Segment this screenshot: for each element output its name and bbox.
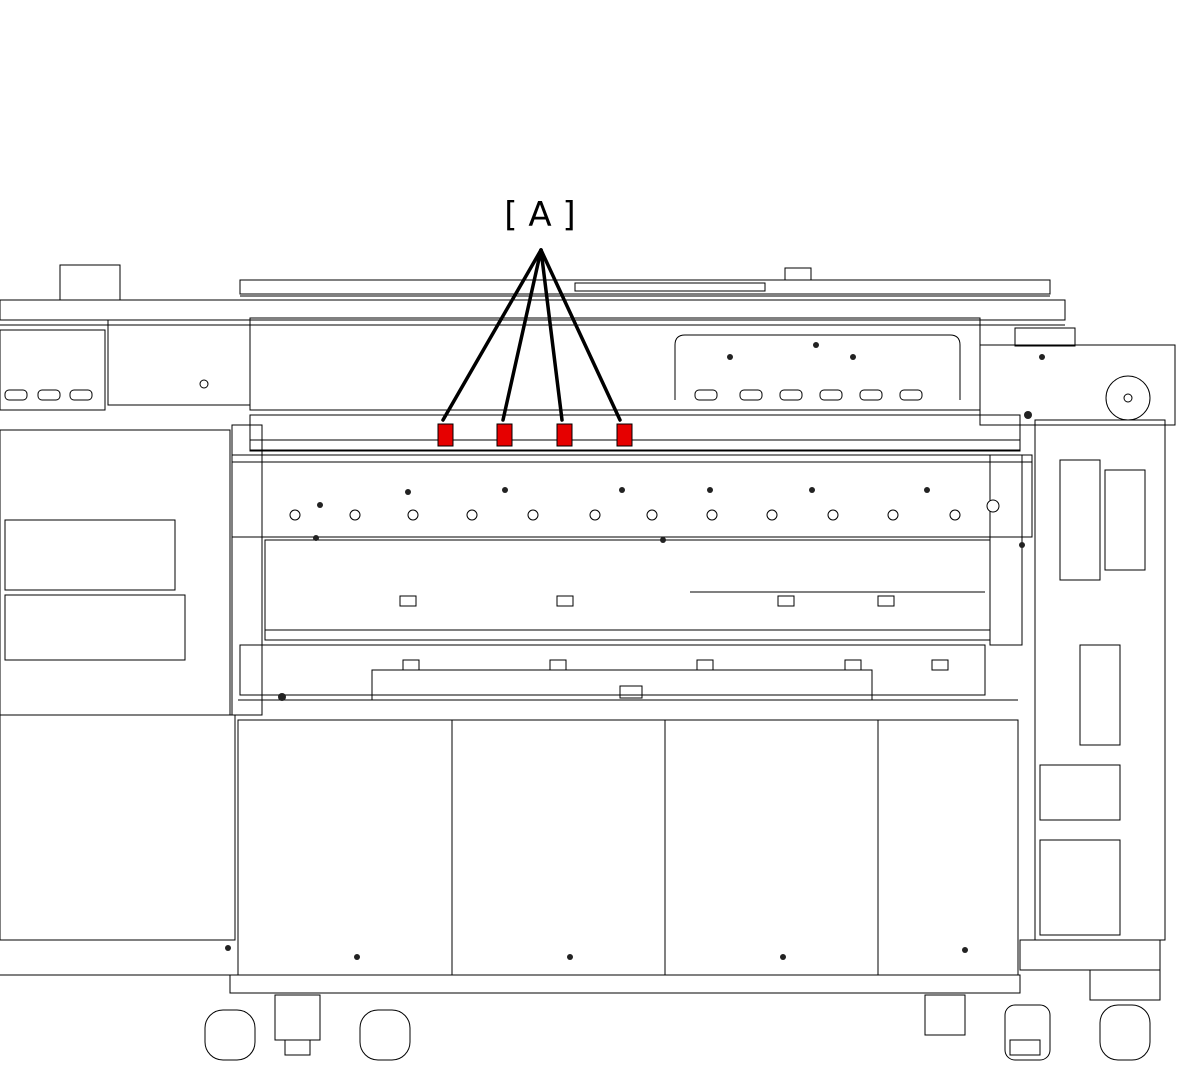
highlighted-parts-a [437,423,633,447]
machine-outline [0,264,1176,1061]
callout-leader-lines [441,248,622,422]
callout-label-a: [ A ] [504,195,575,235]
highlighted-part [437,423,454,447]
highlighted-part [556,423,573,447]
screw-holes [199,379,1000,521]
highlighted-part [496,423,513,447]
highlighted-part [616,423,633,447]
dark-screws [225,342,1045,960]
